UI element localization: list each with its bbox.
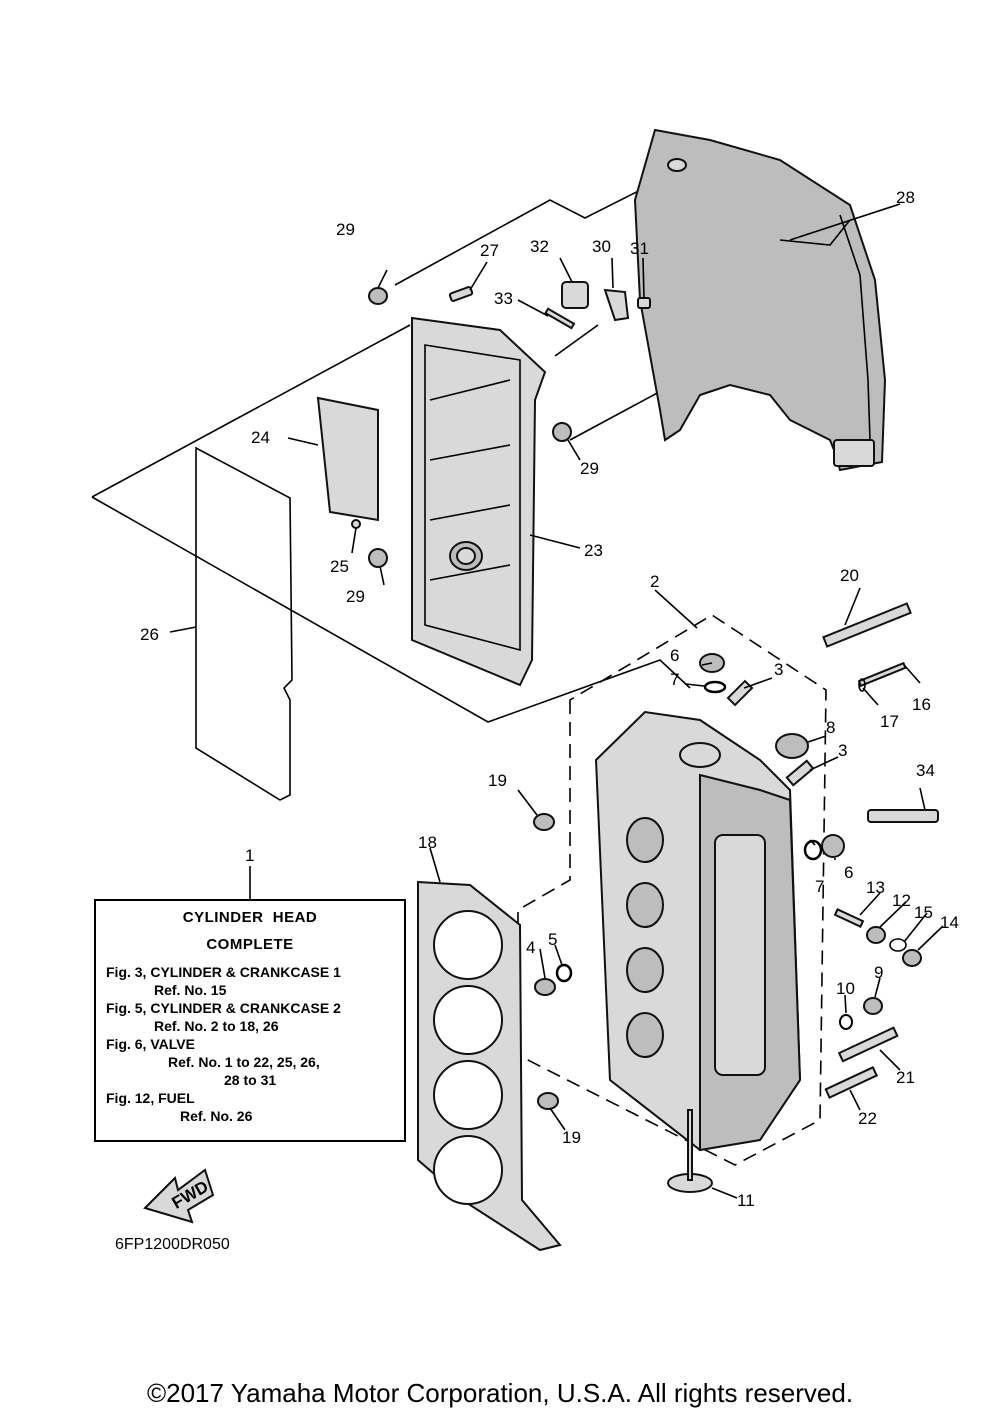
callout-29-low: 29 — [346, 587, 365, 606]
callout-28: 28 — [896, 188, 915, 207]
callout-7-top: 7 — [670, 670, 679, 689]
ref-line-fig6-ref: Ref. No. 1 to 22, 25, 26, — [168, 1054, 320, 1070]
ref-box-title-line2: COMPLETE — [206, 936, 294, 953]
callout-20: 20 — [840, 566, 859, 585]
callout-4: 4 — [526, 938, 535, 957]
callout-32: 32 — [530, 237, 549, 256]
head-fasteners — [533, 602, 939, 1193]
callout-17: 17 — [880, 712, 899, 731]
ref-line-fig3: Fig. 3, CYLINDER & CRANKCASE 1 — [106, 964, 341, 980]
callout-6-mid: 6 — [844, 863, 853, 882]
ref-line-fig3-ref: Ref. No. 15 — [154, 982, 227, 998]
part-24-plate — [316, 396, 379, 522]
callout-12: 12 — [892, 891, 911, 910]
cover-fasteners — [351, 281, 651, 568]
callout-2: 2 — [650, 572, 659, 591]
callout-11: 11 — [737, 1191, 755, 1210]
ref-line-fig6: Fig. 6, VALVE — [106, 1036, 195, 1052]
callout-5: 5 — [548, 930, 557, 949]
part-26-gasket — [195, 446, 293, 801]
callout-22: 22 — [858, 1109, 877, 1128]
callout-21: 21 — [896, 1068, 915, 1087]
ref-box-title: CYLINDER HEAD COMPLETE — [96, 909, 404, 954]
part-cylinder-head — [594, 710, 802, 1152]
callout-19-top: 19 — [488, 771, 507, 790]
callout-14: 14 — [940, 913, 959, 932]
part-2-assembly-outline — [517, 614, 827, 1166]
callout-30: 30 — [592, 237, 611, 256]
callout-27: 27 — [480, 241, 499, 260]
callout-25: 25 — [330, 557, 349, 576]
exploded-parts-diagram: FWD 29 27 32 30 31 33 28 24 29 25 23 29 … — [91, 128, 959, 1252]
callout-9: 9 — [874, 963, 883, 982]
callout-34: 34 — [916, 761, 935, 780]
callout-31: 31 — [630, 239, 649, 258]
part-28-cover — [633, 128, 887, 472]
part-18-head-gasket — [417, 880, 562, 1252]
callout-10: 10 — [836, 979, 855, 998]
ref-box-title-line1: CYLINDER HEAD — [182, 909, 318, 926]
ref-line-fig5-ref: Ref. No. 2 to 18, 26 — [154, 1018, 279, 1034]
fwd-direction-arrow: FWD — [143, 1168, 215, 1224]
copyright-notice: ©2017 Yamaha Motor Corporation, U.S.A. A… — [146, 1378, 854, 1408]
callout-23: 23 — [584, 541, 603, 560]
part-23-head-cover — [411, 316, 547, 687]
callout-7-mid: 7 — [815, 877, 824, 896]
callout-6-top: 6 — [670, 646, 679, 665]
callout-24: 24 — [251, 428, 270, 447]
callout-8: 8 — [826, 718, 835, 737]
callout-3-top: 3 — [774, 660, 783, 679]
callout-15: 15 — [914, 903, 933, 922]
callout-1: 1 — [245, 846, 254, 865]
diagram-code: 6FP1200DR050 — [115, 1236, 230, 1253]
callout-16: 16 — [912, 695, 931, 714]
head-ports — [626, 817, 664, 1058]
callout-19-bottom: 19 — [562, 1128, 581, 1147]
callout-numbers: 29 27 32 30 31 33 28 24 29 25 23 29 26 2… — [140, 188, 959, 1210]
callout-26: 26 — [140, 625, 159, 644]
callout-18: 18 — [418, 833, 437, 852]
ref-line-fig12-ref: Ref. No. 26 — [180, 1108, 253, 1124]
ref-line-fig12: Fig. 12, FUEL — [106, 1090, 195, 1106]
callout-29-top: 29 — [336, 220, 355, 239]
ref-line-fig6-ref-cont: 28 to 31 — [224, 1072, 277, 1088]
callout-3-mid: 3 — [838, 741, 847, 760]
cylinder-head-reference-box: CYLINDER HEAD COMPLETE Fig. 3, CYLINDER … — [94, 899, 406, 1142]
callout-29-mid: 29 — [580, 459, 599, 478]
ref-line-fig5: Fig. 5, CYLINDER & CRANKCASE 2 — [106, 1000, 341, 1016]
callout-13: 13 — [866, 878, 885, 897]
callout-33: 33 — [494, 289, 513, 308]
leader-lines — [169, 203, 944, 1199]
